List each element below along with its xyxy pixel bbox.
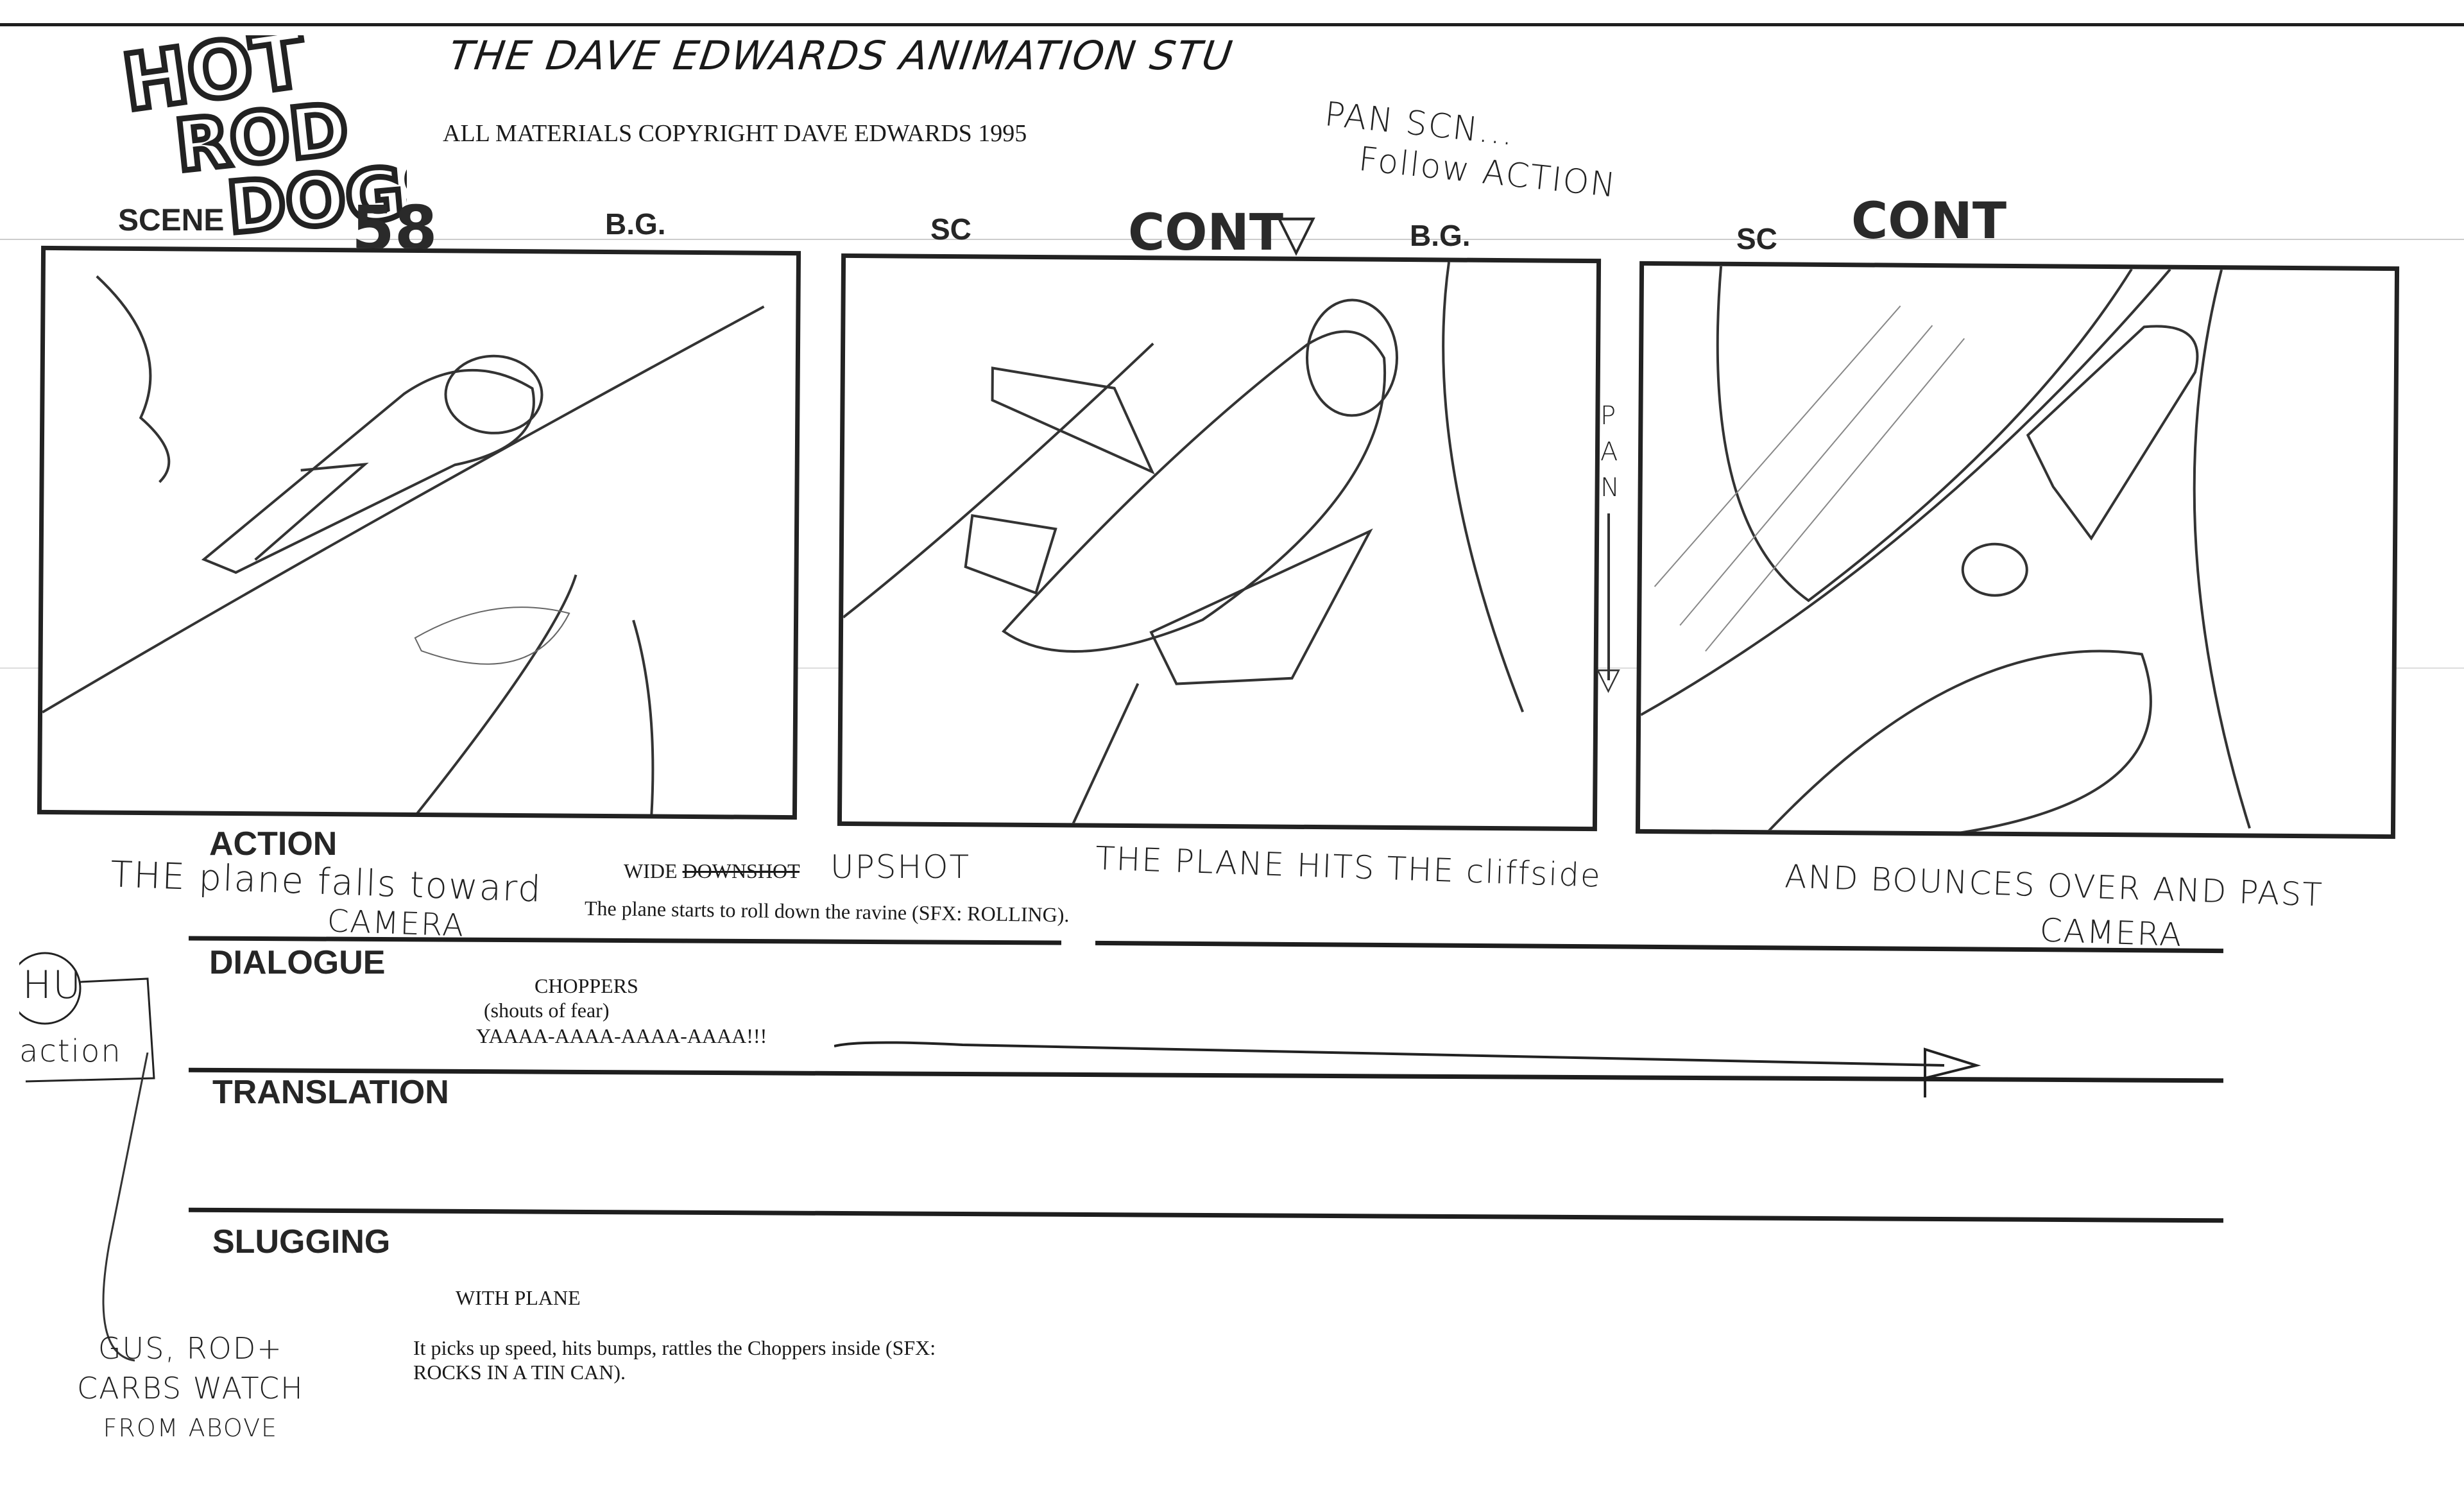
copyright-text: ALL MATERIALS COPYRIGHT DAVE EDWARDS 199…	[443, 120, 1027, 147]
storyboard-panel-2	[837, 253, 1602, 832]
hot-rod-dogs-logo: HOT ROD DOGS	[115, 12, 461, 252]
plane-bounces-sketch	[1640, 266, 2251, 834]
margin-connector-line	[64, 1052, 193, 1367]
top-border-line	[0, 23, 2464, 26]
scene-label: SC	[1736, 222, 1777, 255]
triangle-mark-icon: ▽	[1277, 204, 1315, 262]
bg-label: B.G.	[605, 207, 666, 241]
action-label: ACTION	[209, 825, 338, 863]
studio-title: THE DAVE EDWARDS ANIMATION STU	[445, 32, 1236, 79]
plane-hits-cliff-sketch	[842, 262, 1525, 825]
pan-note: PAN SCN... Follow ACTION	[1319, 94, 1623, 207]
shot-wide: WIDE	[624, 859, 678, 882]
margin-note-2: GUS, ROD+ CARBS WATCH FROM ABOVE	[77, 1328, 304, 1448]
scene-label: SCENE	[118, 203, 225, 237]
scene-cont: CONT	[1851, 193, 2007, 250]
dialogue-character: CHOPPERS	[535, 974, 638, 997]
dialogue-continuation-arrow	[834, 1040, 1989, 1097]
storyboard-panel-3	[1635, 261, 2400, 839]
margin-note-text: action	[19, 1033, 122, 1069]
bg-label: B.G.	[1410, 219, 1471, 252]
storyboard-panel-1	[37, 245, 801, 820]
pan-down-arrow-icon	[1607, 513, 1610, 680]
scene-cont: CONT	[1128, 204, 1284, 262]
plane-falling-sketch	[42, 275, 765, 820]
shot-upshot-handwritten: UPSHOT	[830, 848, 971, 886]
action-handwritten-note-1: THE plane falls toward CAMERA	[108, 854, 543, 947]
pan-down-arrow-icon: ▽	[1596, 662, 1620, 696]
slugging-line: It picks up speed, hits bumps, rattles t…	[413, 1336, 936, 1359]
pan-vertical-label: PAN	[1600, 401, 1621, 503]
margin-note-text: HU	[22, 963, 83, 1008]
shot-struck-downshot: DOWNSHOT	[682, 859, 800, 882]
dialogue-parenthetical: (shouts of fear)	[484, 999, 610, 1022]
shot-description: WIDE DOWNSHOT UPSHOT	[624, 848, 970, 886]
translation-divider	[189, 1207, 2223, 1223]
slugging-line: WITH PLANE	[456, 1286, 581, 1309]
slugging-line: ROCKS IN A TIN CAN).	[413, 1361, 626, 1384]
dialogue-line: YAAAA-AAAA-AAAA-AAAA!!!	[476, 1024, 767, 1047]
translation-label: TRANSLATION	[212, 1074, 449, 1111]
margin-note-text: CARBS WATCH	[77, 1371, 304, 1406]
scene-label: SC	[930, 212, 971, 246]
faint-guide-line	[0, 239, 2464, 240]
margin-note-text: FROM ABOVE	[103, 1414, 278, 1442]
action-typed-text: The plane starts to roll down the ravine…	[584, 896, 1070, 927]
slugging-label: SLUGGING	[212, 1223, 391, 1260]
dialogue-label: DIALOGUE	[209, 944, 386, 981]
margin-note-text: GUS, ROD+	[98, 1331, 283, 1366]
action-handwritten-note-2: THE PLANE HITS THE cliffside	[1095, 839, 1602, 895]
